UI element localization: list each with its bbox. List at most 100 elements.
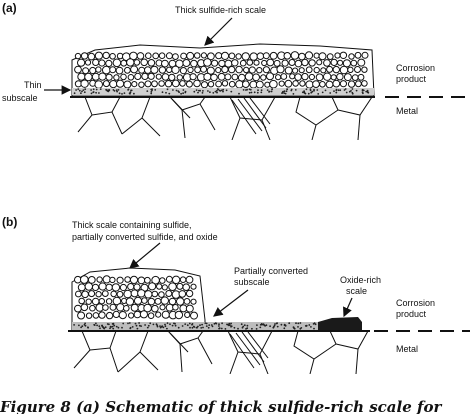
scale-particle — [179, 276, 187, 284]
subscale-dot — [321, 91, 324, 94]
oxide-arrow — [343, 297, 353, 318]
sulfide-particle — [210, 73, 218, 82]
scale-particle — [105, 311, 114, 320]
sulfide-particle — [326, 65, 334, 73]
sulfide-particle — [94, 51, 104, 60]
subscale-dot — [204, 322, 207, 324]
subscale-dot — [238, 92, 240, 95]
subscale-dot — [107, 90, 110, 93]
subscale-dot — [191, 323, 194, 325]
sulfide-particle — [228, 65, 236, 74]
subscale-dot — [78, 89, 81, 92]
scale-particle — [147, 297, 156, 306]
scale-particle — [190, 283, 197, 290]
sulfide-particle — [126, 58, 135, 67]
subscale-dot — [173, 322, 175, 325]
subscale-dot — [154, 89, 157, 91]
scale-particle — [89, 304, 96, 312]
subscale-dot — [215, 322, 218, 325]
subscale-dot — [295, 322, 297, 325]
subscale-dot — [220, 89, 223, 92]
scale-particle — [80, 303, 89, 312]
panel-a: (a) Thick sulfide-rich scale Thin subsca… — [2, 1, 470, 140]
partially-converted-subscale — [72, 322, 322, 330]
sulfide-particle — [244, 72, 254, 81]
scale-particle — [102, 275, 111, 284]
subscale-dot — [199, 324, 201, 327]
subscale-dot — [219, 90, 222, 92]
sulfide-particle — [283, 52, 292, 60]
subscale-dot — [130, 89, 132, 92]
thin-label: Thin — [24, 80, 42, 90]
sulfide-particle — [190, 59, 198, 68]
scale-particle — [112, 310, 120, 318]
partial-arrow — [213, 289, 249, 317]
subscale-dot — [113, 324, 116, 327]
subscale-dot — [273, 324, 276, 327]
sulfide-particle — [151, 80, 158, 88]
scale-particle — [172, 304, 179, 311]
scale-particle — [141, 297, 148, 304]
sulfide-particle — [147, 72, 155, 80]
subscale-dot — [218, 325, 220, 327]
subscale-dot — [129, 327, 132, 330]
sulfide-particle — [246, 59, 254, 66]
subscale-dot — [367, 91, 370, 94]
subscale-dot — [77, 88, 80, 90]
subscale-dot — [182, 89, 185, 91]
sulfide-particle — [89, 66, 97, 75]
subscale-dot — [297, 326, 299, 328]
subscale-dot — [243, 324, 246, 327]
subscale-dot — [304, 92, 307, 95]
sulfide-particle — [138, 66, 146, 74]
sulfide-particle — [235, 53, 242, 60]
sulfide-particle — [288, 59, 296, 66]
subscale-dot — [165, 91, 167, 94]
sulfide-particle — [313, 66, 320, 74]
subscale-dot — [305, 88, 308, 91]
subscale-dot — [339, 89, 342, 92]
subscale-dot — [184, 90, 187, 93]
scale-particle — [165, 275, 173, 283]
subscale-dot — [281, 92, 283, 94]
scale-particle — [80, 275, 89, 284]
scale-particle — [105, 298, 113, 305]
sulfide-particle — [235, 80, 244, 89]
subscale-dot — [197, 91, 199, 94]
subscale-dot — [324, 89, 327, 92]
subscale-dot — [129, 92, 131, 95]
sulfide-particle — [255, 80, 264, 89]
subscale-dot — [276, 325, 279, 328]
sulfide-particle — [318, 52, 327, 61]
sulfide-particle — [273, 59, 281, 67]
scale-particle — [129, 275, 139, 284]
subscale-dot — [230, 90, 233, 93]
sulfide-particle — [350, 59, 358, 67]
sulfide-particle — [357, 58, 366, 67]
subscale-dot — [201, 92, 204, 94]
sulfide-particle — [182, 59, 191, 67]
subscale-dot — [166, 88, 169, 91]
subscale-dot — [218, 323, 220, 326]
scale-particle — [116, 303, 125, 312]
subscale-dot — [283, 92, 286, 94]
sulfide-particle — [323, 72, 332, 81]
subscale-dot — [164, 325, 167, 328]
sulfide-particle — [91, 72, 100, 81]
sulfide-particle — [242, 80, 250, 88]
subscale-dot — [90, 89, 92, 91]
subscale-dot — [305, 325, 308, 327]
subscale-dot — [224, 328, 227, 330]
subscale-dot — [202, 90, 204, 92]
panel-b-label: (b) — [2, 215, 17, 229]
sulfide-particle — [161, 73, 170, 81]
subscale-dot — [259, 326, 262, 329]
subscale-dot — [225, 89, 228, 92]
subscale-dot — [80, 326, 82, 329]
subscale-dot — [195, 326, 198, 329]
scale-particle — [96, 276, 103, 283]
subscale-dot — [186, 324, 189, 327]
sulfide-particle — [313, 52, 320, 59]
subscale-dot — [171, 324, 174, 327]
